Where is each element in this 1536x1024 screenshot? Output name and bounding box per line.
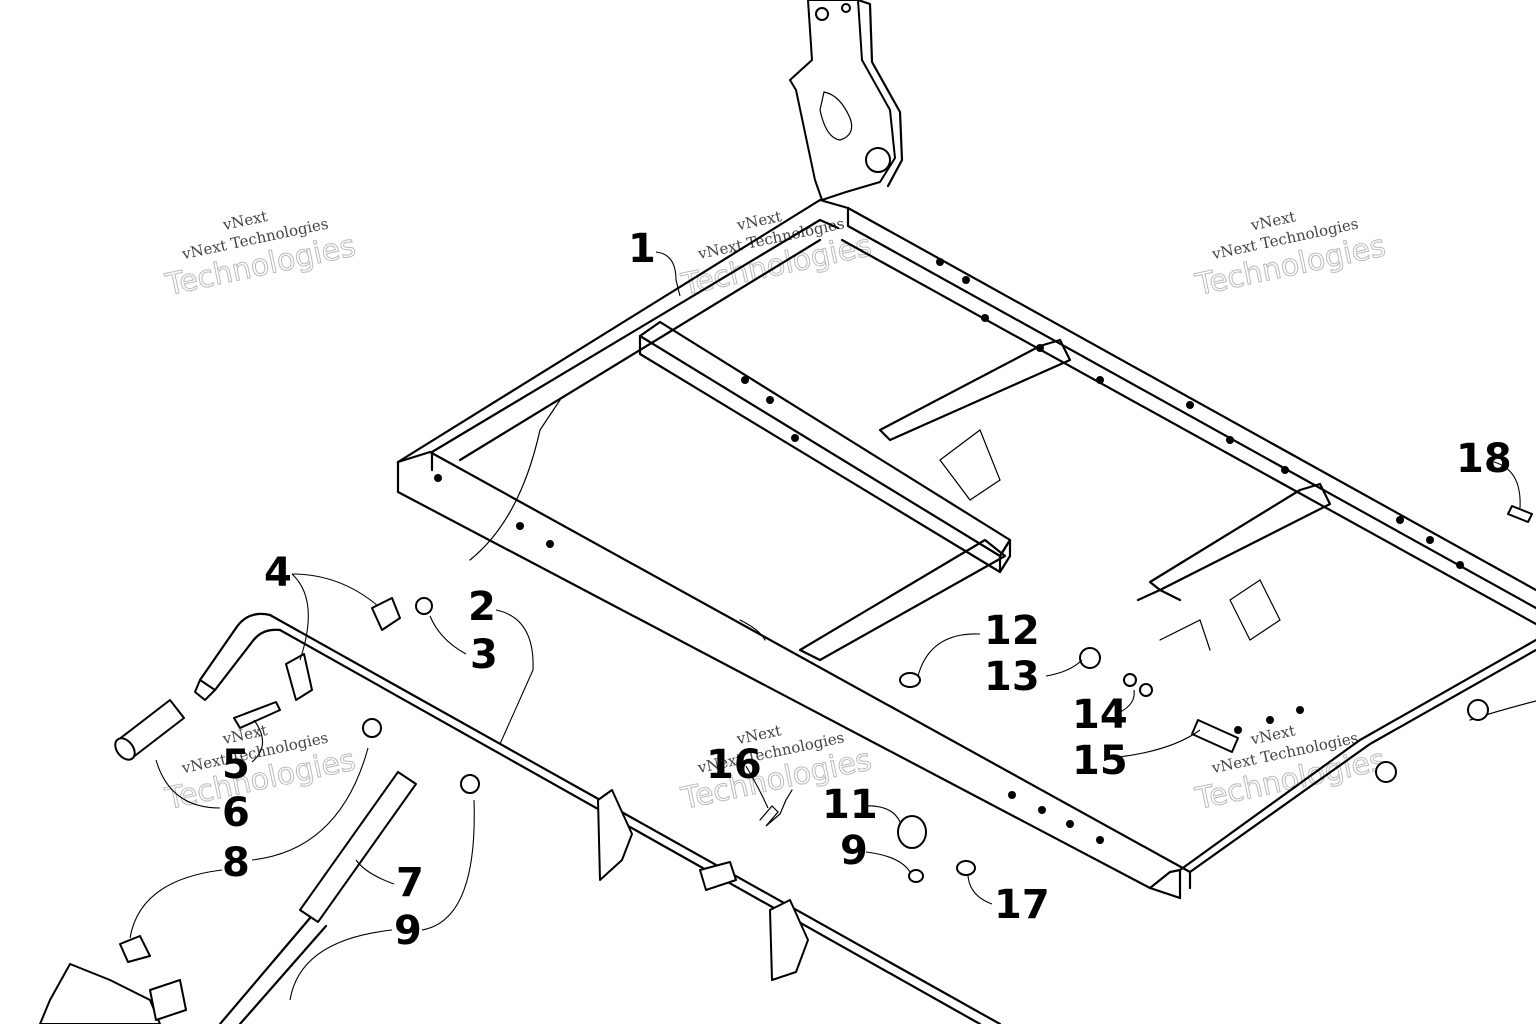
callout-6: 6 <box>222 790 250 836</box>
leader-12 <box>917 633 981 677</box>
leader-2 <box>495 609 534 745</box>
watermark-group-bottom-right: vNext vNext Technologies Technologies <box>1191 721 1389 817</box>
leader-18 <box>1493 461 1521 509</box>
callout-7: 7 <box>396 860 424 906</box>
leader-17 <box>967 875 993 905</box>
callout-15: 15 <box>1072 738 1128 784</box>
leader-13 <box>1045 659 1083 677</box>
leader-1 <box>655 251 681 297</box>
callout-14: 14 <box>1072 692 1128 738</box>
callout-13: 13 <box>984 654 1040 700</box>
main-frame <box>396 198 1536 900</box>
leader-3 <box>429 615 467 655</box>
leader-11 <box>861 805 901 823</box>
small-hardware <box>759 505 1533 883</box>
leader-9-lower-a <box>421 799 475 931</box>
leader-9-lower-b <box>289 929 393 1001</box>
leader-9-upper <box>865 851 911 873</box>
callout-18: 18 <box>1456 436 1512 482</box>
leader-14 <box>1119 689 1135 713</box>
leader-7 <box>355 859 395 885</box>
handle-grip <box>114 679 216 761</box>
callout-16: 16 <box>706 742 762 788</box>
watermark-group-top-left: vNext vNext Technologies Technologies <box>161 207 359 304</box>
callout-9-lower: 9 <box>394 908 422 954</box>
top-bracket <box>789 0 904 201</box>
callout-4: 4 <box>264 550 292 596</box>
leader-16 <box>745 765 769 809</box>
watermark-group-top-right: vNext vNext Technologies Technologies <box>1191 207 1389 303</box>
hinge-bracket <box>39 935 187 1024</box>
leader-8a <box>251 747 369 861</box>
leader-6 <box>155 759 221 809</box>
callout-11: 11 <box>822 782 878 828</box>
callout-9-upper: 9 <box>840 828 868 874</box>
callout-12: 12 <box>984 608 1040 654</box>
callout-1: 1 <box>628 226 656 272</box>
callout-3: 3 <box>470 632 498 678</box>
callout-2: 2 <box>468 584 496 630</box>
leader-4b <box>291 573 309 661</box>
leader-4a <box>291 573 379 607</box>
clip-parts <box>233 597 433 738</box>
leader-15 <box>1109 729 1201 759</box>
callout-5: 5 <box>222 742 250 788</box>
lower-rail <box>198 612 1002 1024</box>
callout-8: 8 <box>222 840 250 886</box>
leader-5 <box>251 719 264 763</box>
gas-strut <box>218 771 480 1024</box>
leader-8b <box>129 869 223 939</box>
frame-holes <box>434 258 1464 844</box>
callout-17: 17 <box>994 882 1050 928</box>
